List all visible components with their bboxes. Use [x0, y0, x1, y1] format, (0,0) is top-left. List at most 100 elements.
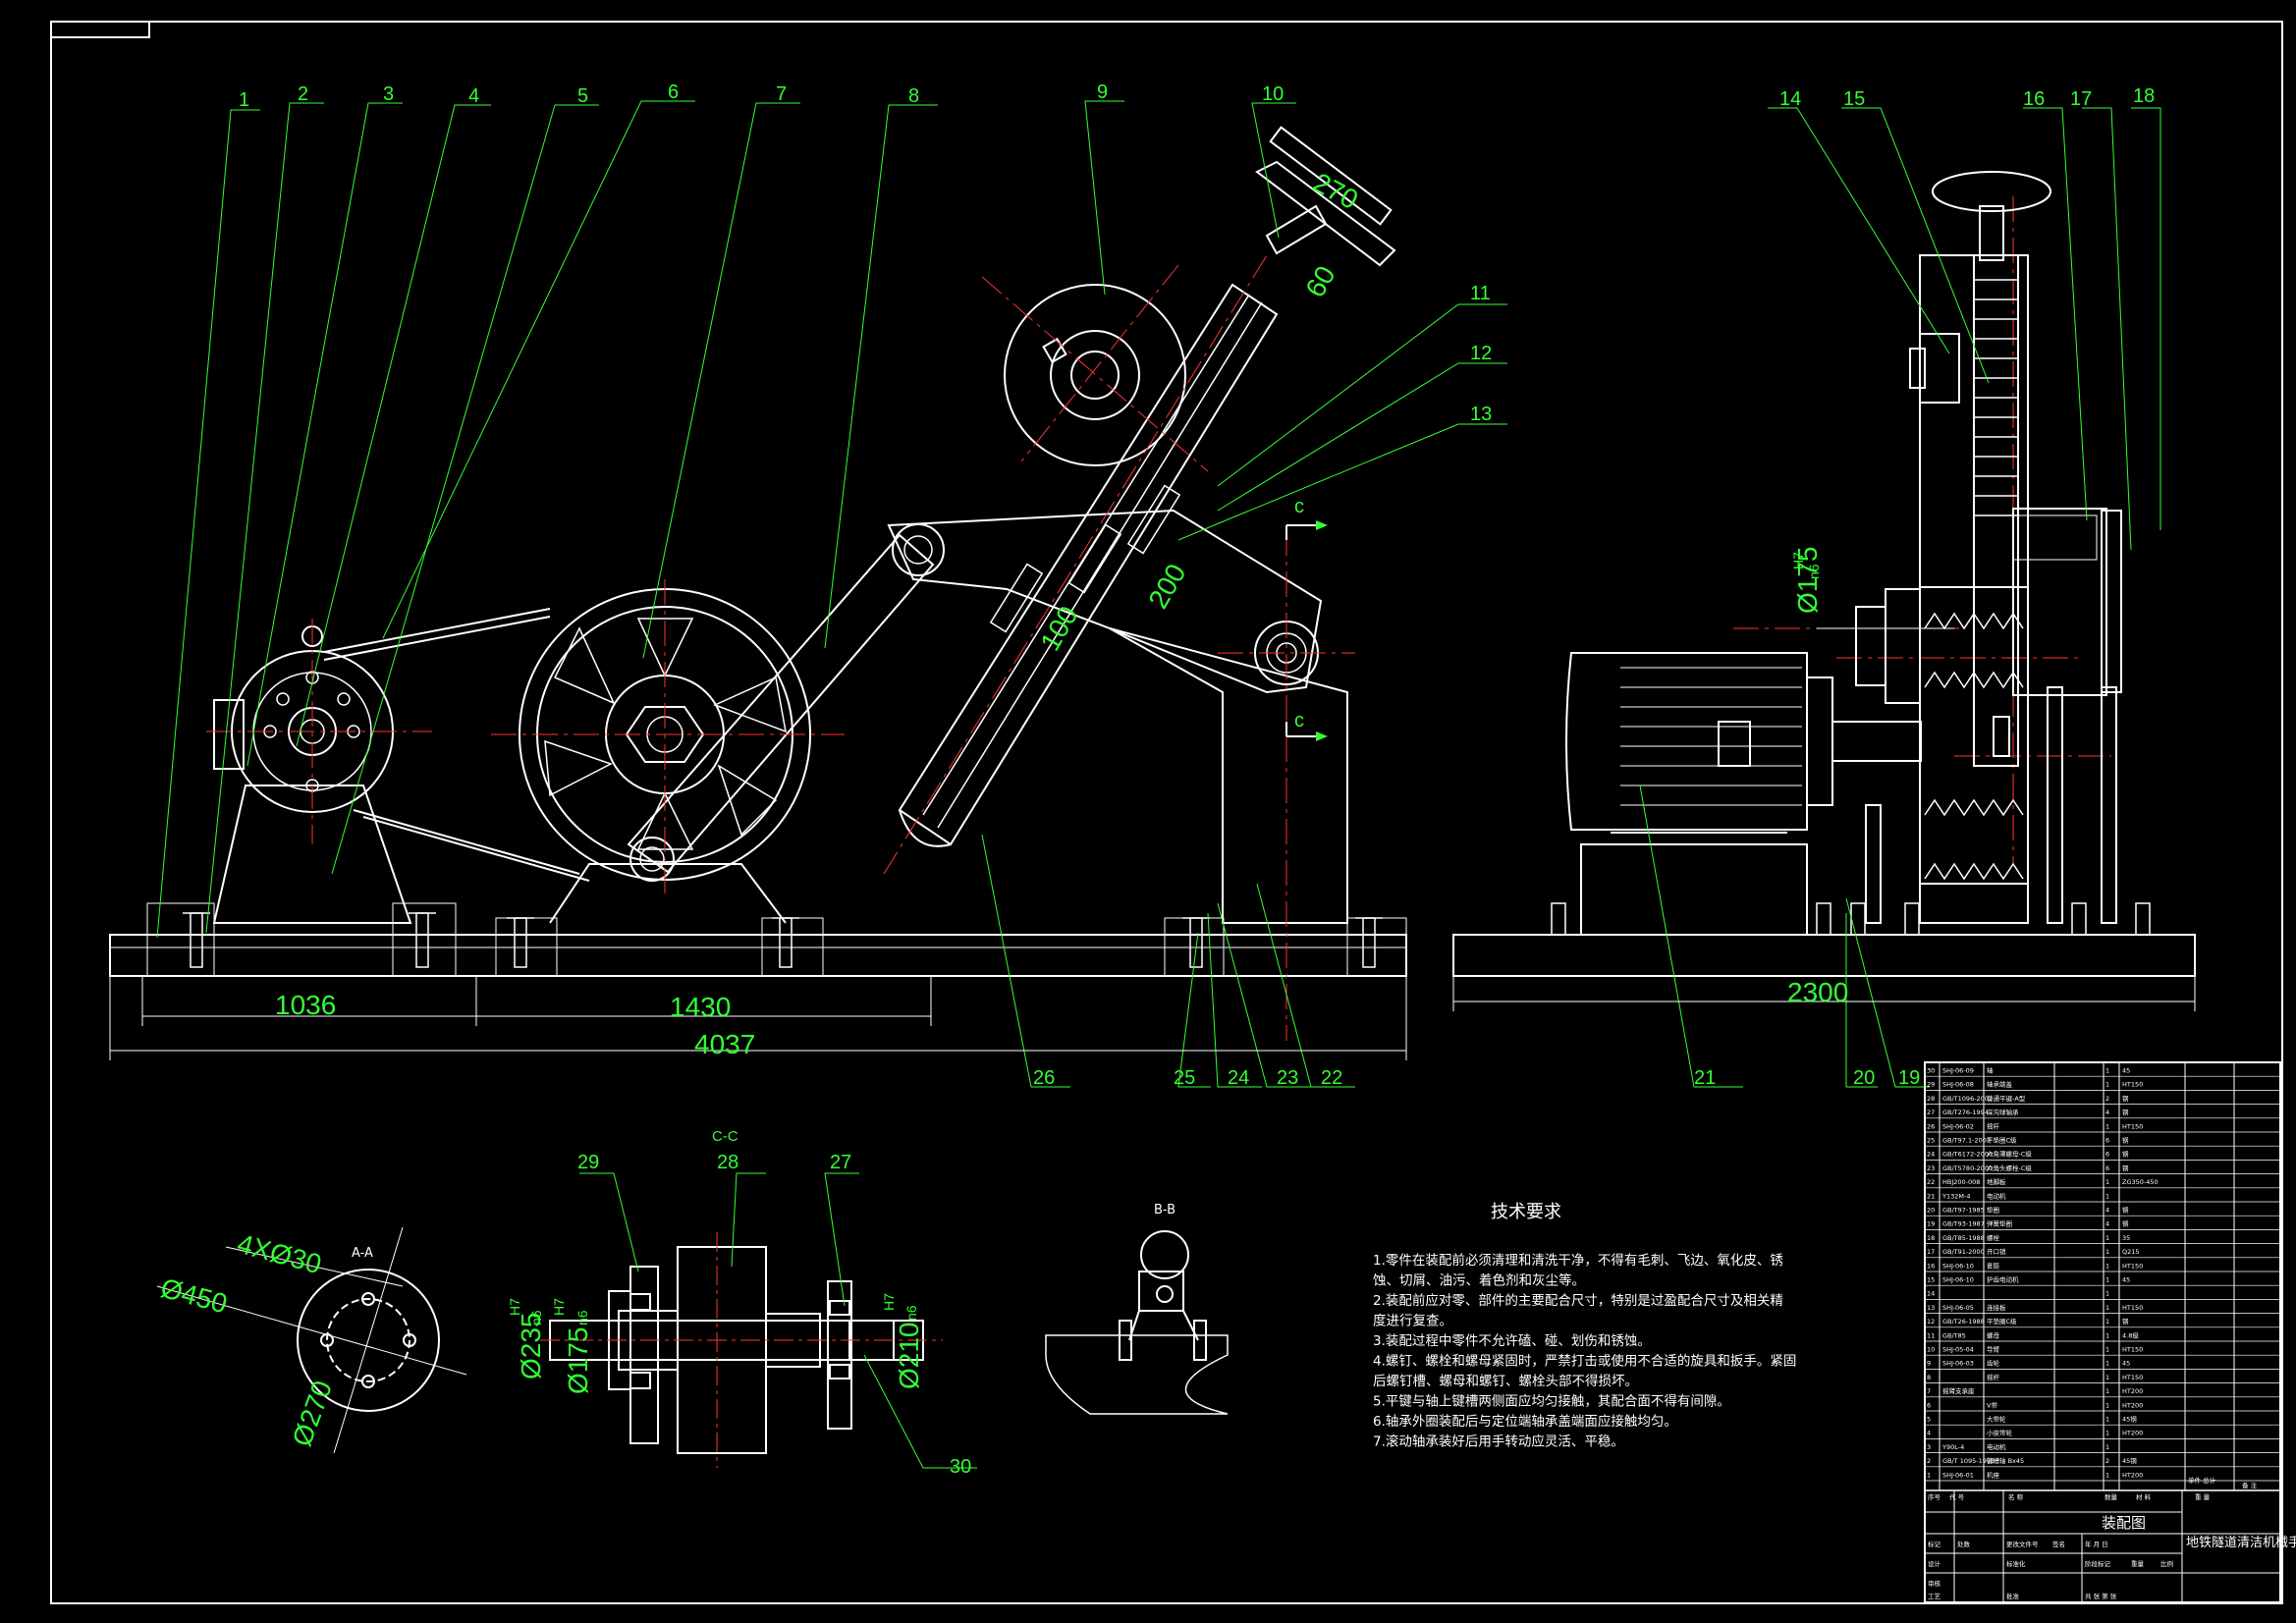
bom-cell: 套筒 — [1987, 1261, 2000, 1270]
bom-cell: 16 — [1927, 1262, 1935, 1270]
bom-cell: 27 — [1927, 1109, 1935, 1116]
bom-cell: GB/T97-1985 — [1942, 1207, 1985, 1215]
part-label-2: 2 — [298, 83, 308, 105]
view-label-bb: B-B — [1154, 1203, 1175, 1217]
bom-cell: GB/T97.1-2002 — [1942, 1137, 1991, 1145]
bom-cell: 1 — [2105, 1430, 2109, 1437]
tb-design: 设计 — [1928, 1559, 1941, 1568]
fit-h7-cc2: H7 — [551, 1298, 567, 1316]
bom-cell: 4 — [1927, 1430, 1931, 1437]
bom-cell: Y132M-4 — [1941, 1192, 1970, 1200]
part-label-13: 13 — [1470, 404, 1492, 425]
bom-cell: GB/T1096-2003 — [1942, 1095, 1993, 1103]
bom-cell: 10 — [1927, 1346, 1935, 1354]
part-label-22: 22 — [1321, 1067, 1342, 1089]
bom-cell: 6 — [2105, 1137, 2109, 1145]
tb-count: 处数 — [1957, 1540, 1971, 1548]
tech-req-title: 技术要求 — [1491, 1202, 1561, 1222]
bom-cell: 摇杆 — [1987, 1373, 2000, 1381]
bom-cell: 4.8级 — [2122, 1330, 2139, 1339]
bom-cell: GB/T6172-2000 — [1942, 1151, 1993, 1159]
part-label-18: 18 — [2133, 85, 2155, 107]
tb-scale: 比例 — [2160, 1559, 2173, 1568]
tb-change-doc: 更改文件号 — [2006, 1540, 2039, 1548]
bom-header-qty: 数量 — [2105, 1492, 2118, 1501]
bom-cell: 8 — [1927, 1374, 1931, 1381]
bom-cell: 垫圈 — [1987, 1206, 1999, 1215]
bom-cell: GB/T93-1987 — [1942, 1220, 1985, 1228]
bom-header-code: 代 号 — [1949, 1492, 1965, 1501]
bom-cell: 11 — [1927, 1331, 1935, 1339]
part-label-16: 16 — [2023, 88, 2045, 110]
tb-std: 标准化 — [2006, 1559, 2026, 1568]
bom-header-name: 名 称 — [2008, 1492, 2024, 1501]
bom-cell: 20 — [1927, 1207, 1935, 1215]
part-label-6: 6 — [668, 81, 679, 103]
parts-list — [1924, 1061, 2281, 1603]
dim-d175-cc: Ø175 — [563, 1327, 593, 1395]
drawing-border — [50, 21, 2283, 1604]
part-label-17: 17 — [2070, 88, 2092, 110]
fit-h7-cc1: H7 — [507, 1298, 522, 1316]
bom-cell: 23 — [1927, 1164, 1935, 1172]
bom-cell: 1 — [2105, 1262, 2109, 1270]
bom-header-remark: 备 注 — [2242, 1481, 2258, 1489]
bom-cell: 6 — [2105, 1151, 2109, 1159]
part-label-27: 27 — [830, 1152, 851, 1173]
tb-approve: 批准 — [2006, 1592, 2020, 1600]
bom-cell: 机座 — [1987, 1470, 2000, 1479]
part-label-12: 12 — [1470, 343, 1492, 364]
bom-cell: 9 — [1927, 1360, 1931, 1368]
bom-cell: 钢 — [2122, 1095, 2129, 1103]
part-label-19: 19 — [1898, 1067, 1920, 1089]
bom-cell: HT150 — [2122, 1122, 2143, 1130]
bom-cell: HT150 — [2122, 1081, 2143, 1089]
bom-header-no: 序号 — [1928, 1492, 1941, 1501]
tech-requirement-line: 3.装配过程中零件不允许磕、碰、划伤和锈蚀。 — [1373, 1333, 1651, 1349]
fit-n6-cc1: n6 — [528, 1310, 544, 1325]
bom-cell: 45 — [2122, 1276, 2130, 1284]
bom-cell: SHJ-06-10 — [1942, 1262, 1974, 1270]
fit-h7-cc3: H7 — [881, 1293, 897, 1311]
bom-cell: 19 — [1927, 1220, 1935, 1228]
bom-cell: 1 — [2105, 1122, 2109, 1130]
tb-mark: 标记 — [1928, 1540, 1941, 1548]
tech-requirement-line: 4.螺钉、螺栓和螺母紧固时，严禁打击或使用不合适的旋具和扳手。紧固 — [1373, 1353, 1796, 1370]
dim-1430: 1430 — [670, 992, 731, 1022]
bom-cell: 2 — [1927, 1457, 1931, 1465]
dim-d210: Ø210 — [894, 1323, 924, 1390]
bom-cell: 螺栓 — [1987, 1233, 2000, 1242]
tech-requirement-line: 1.零件在装配前必须清理和清洗干净，不得有毛刺、飞边、氧化皮、锈 — [1373, 1252, 1783, 1269]
bom-header-unit-weight: 单件 总计 — [2188, 1476, 2216, 1485]
bom-cell: 摇臂支承座 — [1942, 1386, 1975, 1395]
bom-cell: GB/T26-1988 — [1942, 1318, 1985, 1325]
bom-cell: 地脚板 — [1987, 1177, 2006, 1186]
bom-cell: 15 — [1927, 1276, 1935, 1284]
view-label-cc: C-C — [712, 1128, 738, 1145]
bom-cell: 1 — [2105, 1360, 2109, 1368]
bom-cell: 1 — [2105, 1346, 2109, 1354]
part-label-5: 5 — [577, 85, 588, 107]
bom-cell: SHJ-06-10 — [1942, 1276, 1974, 1284]
bom-cell: 6 — [1927, 1401, 1931, 1409]
bom-cell: 1 — [2105, 1401, 2109, 1409]
bom-cell: 17 — [1927, 1248, 1935, 1256]
bom-cell: 2 — [2105, 1095, 2109, 1103]
bom-cell: 钢 — [2122, 1220, 2129, 1228]
bom-cell: SHJ-06-09 — [1942, 1067, 1974, 1075]
fit-h7-side: H7 — [1790, 552, 1806, 569]
dim-100: 100 — [1034, 601, 1083, 656]
bom-cell: 电动机 — [1987, 1442, 2006, 1451]
part-label-10: 10 — [1262, 83, 1284, 105]
bom-cell: 螺母 — [1987, 1330, 2000, 1339]
part-label-23: 23 — [1277, 1067, 1298, 1089]
bom-cell: 平垫圈C级 — [1987, 1317, 2017, 1325]
front-view — [109, 126, 1407, 977]
part-label-25: 25 — [1174, 1067, 1195, 1089]
part-label-14: 14 — [1779, 88, 1801, 110]
dimension-lines — [109, 627, 2196, 1060]
bom-cell: 钢 — [2122, 1137, 2129, 1145]
dim-60: 60 — [1299, 261, 1340, 302]
dim-d235: Ø235 — [516, 1313, 546, 1380]
part-label-7: 7 — [776, 83, 787, 105]
